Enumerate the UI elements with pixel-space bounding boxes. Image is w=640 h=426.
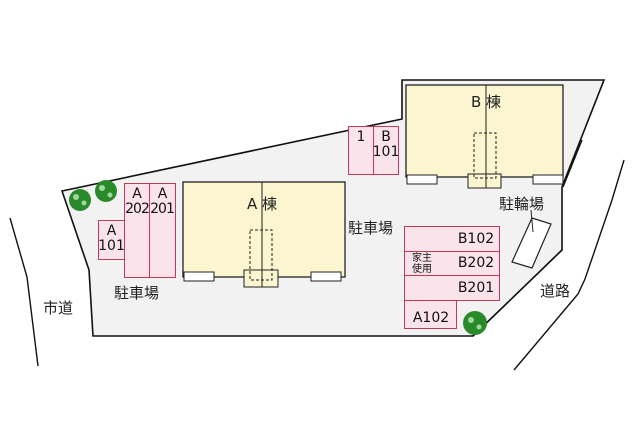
city-road-label: 市道 (43, 299, 74, 317)
building-a (182, 181, 346, 288)
parking-space-1: 1 (348, 126, 374, 175)
tree-icon (463, 311, 487, 335)
tree-icon (95, 180, 117, 202)
parking-space-a201: A 201 (149, 183, 176, 278)
building-b (405, 84, 564, 189)
parking-space-b201: B201 (404, 275, 500, 301)
road-edge-outer (513, 159, 625, 371)
parking-label-left: 駐車場 (114, 284, 160, 302)
tree-icon (69, 189, 91, 211)
parking-space-b101: B 101 (373, 126, 399, 175)
bicycle-parking-label: 駐輪場 (499, 195, 545, 213)
building-a-label: A 棟 (247, 195, 278, 213)
parking-space-b202: 家主 使用 B202 (404, 251, 500, 276)
road-label: 道路 (540, 282, 571, 300)
parking-space-b102: B102 (404, 226, 500, 252)
parking-space-a102: A102 (404, 300, 457, 329)
city-road-edge (9, 217, 39, 367)
parking-space-a202: A 202 (124, 183, 150, 278)
parking-label-center: 駐車場 (348, 219, 394, 237)
bicycle-parking-area (511, 209, 552, 269)
building-b-label: B 棟 (471, 93, 502, 111)
road-edge-inner (472, 249, 563, 337)
parking-space-a101: A 101 (98, 220, 125, 260)
road-edge-mid (562, 139, 583, 188)
